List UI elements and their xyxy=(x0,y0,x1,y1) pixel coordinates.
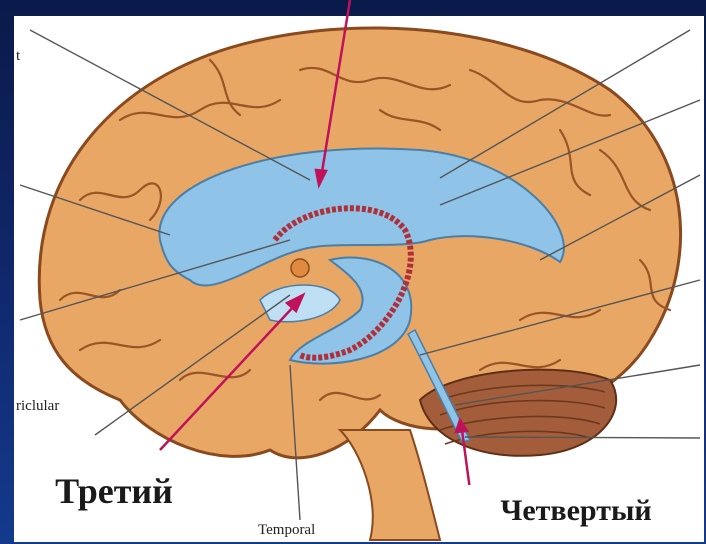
label-third-ventricle: Третий xyxy=(20,455,208,527)
interventricular-foramen xyxy=(291,259,309,277)
label-fragment-top: t xyxy=(16,48,20,65)
label-fragment-interventricular: riclular xyxy=(16,398,59,415)
label-temporal: Temporal xyxy=(258,522,315,539)
label-fourth-ventricle: Четвертый xyxy=(458,485,694,537)
